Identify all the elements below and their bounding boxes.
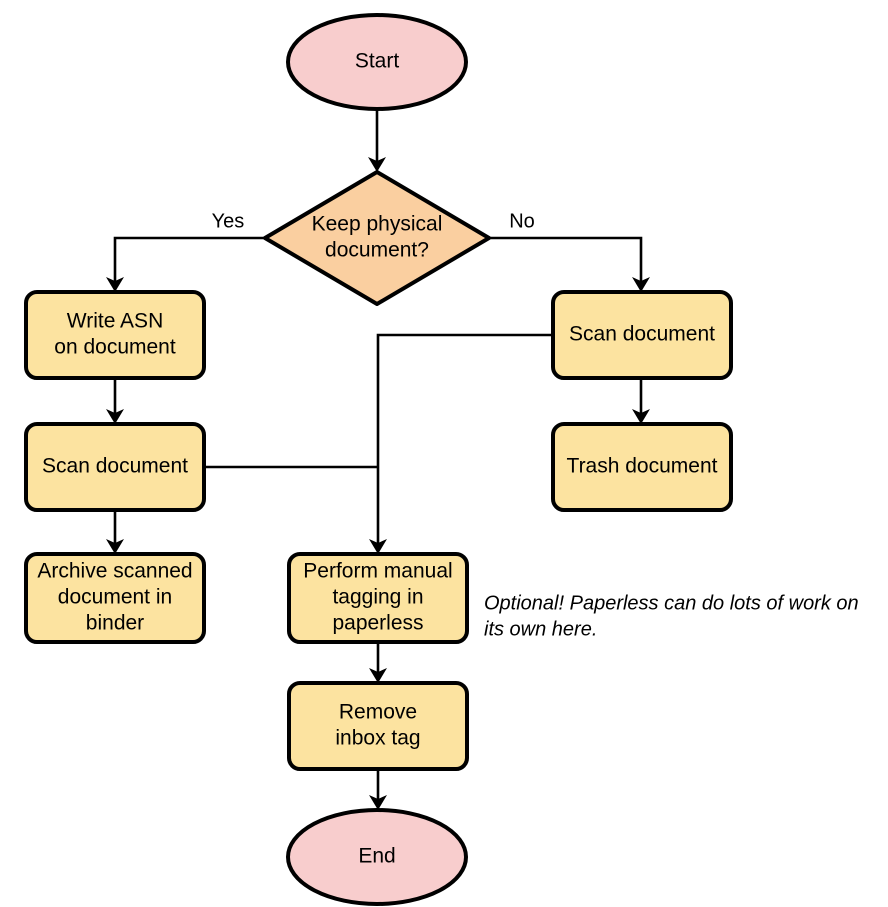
annotations-layer: Optional! Paperless can do lots of work … — [484, 592, 859, 640]
process-rect[interactable] — [287, 552, 469, 644]
edge-path — [113, 236, 265, 286]
edges-layer: Yes No — [106, 109, 650, 810]
arrow-head-icon — [632, 277, 650, 292]
process-rect[interactable] — [24, 422, 206, 512]
process-rect[interactable] — [24, 290, 206, 380]
node-label: Keep physical — [312, 213, 443, 236]
edge-write-asn-to-scan-left — [106, 378, 124, 424]
terminator-ellipse[interactable] — [286, 13, 468, 111]
arrow-head-icon — [106, 409, 124, 424]
process-rect[interactable] — [287, 681, 469, 771]
edge-path — [489, 236, 643, 286]
edge-path — [376, 333, 553, 548]
edge-label-no: No — [509, 210, 535, 232]
node-manual-tagging[interactable]: Perform manual tagging in paperless — [287, 552, 469, 644]
edge-remove-inbox-to-end — [369, 769, 387, 810]
edge-label-yes: Yes — [212, 210, 245, 232]
node-label: Perform manual — [303, 560, 452, 583]
edge-manual-tagging-to-remove-inbox — [369, 642, 387, 683]
node-archive-binder[interactable]: Archive scanned document in binder — [24, 552, 206, 644]
node-label: Scan document — [42, 455, 188, 478]
process-rect[interactable] — [551, 290, 733, 380]
node-end[interactable]: End — [286, 808, 468, 906]
edge-scan-right-to-trash — [632, 378, 650, 424]
arrow-head-icon — [106, 539, 124, 554]
node-label: on document — [54, 336, 176, 359]
process-rect[interactable] — [551, 422, 733, 512]
node-label: inbox tag — [335, 727, 420, 750]
node-scan-document-right[interactable]: Scan document — [551, 290, 733, 380]
terminator-ellipse[interactable] — [286, 808, 468, 906]
node-label: binder — [86, 612, 144, 635]
edge-scan-left-to-archive — [106, 510, 124, 554]
node-label: Start — [355, 50, 400, 73]
arrow-head-icon — [368, 157, 386, 172]
arrow-head-icon — [632, 409, 650, 424]
node-label: paperless — [332, 612, 423, 635]
node-label: document? — [325, 239, 429, 262]
node-label: Write ASN — [67, 310, 163, 333]
node-label: Scan document — [569, 323, 715, 346]
edge-start-to-decision — [368, 109, 386, 172]
annotation-line: its own here. — [484, 618, 597, 640]
node-label: Archive scanned — [37, 560, 192, 583]
node-label: Trash document — [567, 455, 718, 478]
node-label: Remove — [339, 701, 417, 724]
edge-scan-right-to-manual-tagging — [369, 333, 553, 554]
arrow-head-icon — [369, 539, 387, 554]
arrow-head-icon — [369, 668, 387, 683]
node-keep-physical[interactable]: Keep physical document? — [263, 170, 491, 306]
annotation-line: Optional! Paperless can do lots of work … — [484, 592, 859, 614]
arrow-head-icon — [369, 795, 387, 810]
node-label: End — [358, 845, 395, 868]
edge-decision-no-to-scan-right: No — [489, 210, 650, 292]
node-scan-document-left[interactable]: Scan document — [24, 422, 206, 512]
node-label: tagging in — [332, 586, 423, 609]
annotation-optional-note: Optional! Paperless can do lots of work … — [484, 592, 859, 640]
edge-decision-yes-to-write-asn: Yes — [106, 210, 265, 292]
node-trash-document[interactable]: Trash document — [551, 422, 733, 512]
decision-diamond[interactable] — [263, 170, 491, 306]
node-write-asn[interactable]: Write ASN on document — [24, 290, 206, 380]
node-remove-inbox-tag[interactable]: Remove inbox tag — [287, 681, 469, 771]
process-rect[interactable] — [24, 552, 206, 644]
node-start[interactable]: Start — [286, 13, 468, 111]
arrow-head-icon — [106, 277, 124, 292]
node-label: document in — [58, 586, 172, 609]
